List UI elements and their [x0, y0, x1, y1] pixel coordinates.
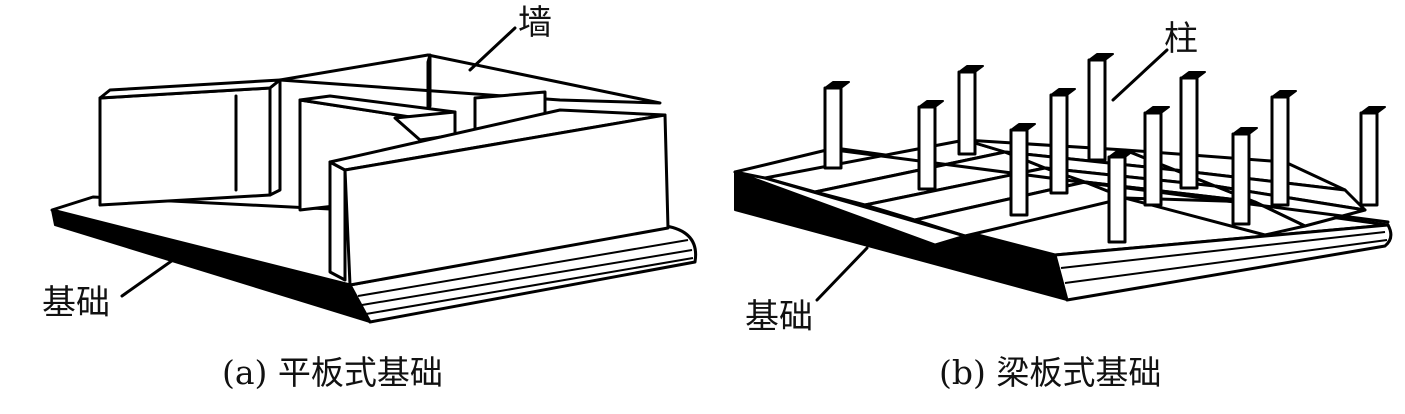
wall-leader-line [468, 26, 517, 72]
label-column: 柱 [1164, 19, 1198, 59]
figure-raft-foundation: 墙 基础 (a) 平板式基础 [42, 3, 698, 392]
label-wall: 墙 [518, 3, 552, 43]
beam-slab-foundation-drawing [733, 48, 1393, 302]
figure-beam-slab-foundation: 柱 基础 (b) 梁板式基础 [705, 0, 1405, 414]
label-foundation: 基础 [745, 297, 813, 337]
column-leader-line [1111, 48, 1169, 102]
caption-a: (a) 平板式基础 [222, 353, 443, 392]
foundation-leader-line [120, 253, 182, 298]
foundation-leader-line [815, 246, 869, 302]
label-foundation: 基础 [42, 283, 110, 323]
columns [823, 53, 1386, 244]
wall-back [278, 53, 662, 105]
wall-back-face [426, 53, 432, 112]
wall-left-end [268, 78, 282, 197]
wall-front-face [328, 160, 347, 282]
caption-b: (b) 梁板式基础 [939, 353, 1162, 392]
raft-foundation-drawing [50, 26, 698, 324]
wall-right-face [343, 113, 670, 287]
wall-left-back-face [98, 86, 272, 207]
